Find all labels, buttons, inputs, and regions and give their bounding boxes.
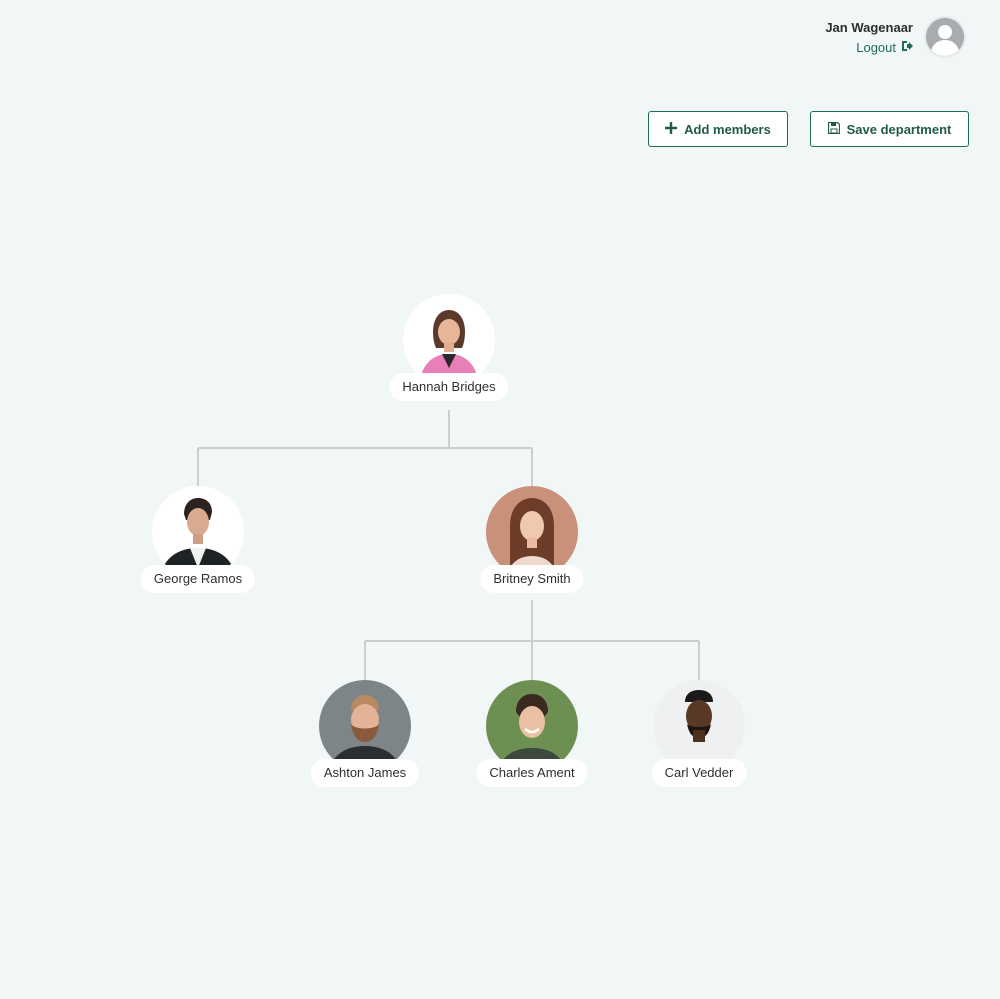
plus-icon — [665, 121, 678, 137]
org-node-ashton-james[interactable]: Ashton James — [300, 680, 430, 792]
avatar — [486, 486, 578, 578]
member-name: Ashton James — [310, 759, 420, 787]
member-name: Hannah Bridges — [389, 373, 509, 401]
member-name: Charles Ament — [476, 759, 588, 787]
org-node-george-ramos[interactable]: George Ramos — [133, 486, 263, 598]
avatar — [653, 680, 745, 772]
avatar — [152, 486, 244, 578]
logout-label: Logout — [856, 40, 896, 55]
user-name: Jan Wagenaar — [825, 20, 913, 35]
member-name: Britney Smith — [480, 565, 584, 593]
member-name: Carl Vedder — [651, 759, 747, 787]
add-members-label: Add members — [684, 121, 771, 137]
avatar — [319, 680, 411, 772]
logout-link[interactable]: Logout — [856, 40, 913, 56]
user-avatar[interactable] — [926, 18, 964, 56]
save-department-button[interactable]: Save department — [810, 111, 969, 147]
user-avatar-icon — [926, 18, 964, 56]
org-node-britney-smith[interactable]: Britney Smith — [467, 486, 597, 598]
sign-out-icon — [901, 40, 913, 56]
org-node-hannah-bridges[interactable]: Hannah Bridges — [384, 294, 514, 406]
org-node-charles-ament[interactable]: Charles Ament — [467, 680, 597, 792]
member-name: George Ramos — [140, 565, 256, 593]
save-department-label: Save department — [846, 121, 952, 137]
user-info: Jan Wagenaar Logout — [825, 20, 913, 57]
floppy-disk-icon — [827, 121, 840, 137]
org-node-carl-vedder[interactable]: Carl Vedder — [634, 680, 764, 792]
add-members-button[interactable]: Add members — [648, 111, 788, 147]
avatar — [486, 680, 578, 772]
